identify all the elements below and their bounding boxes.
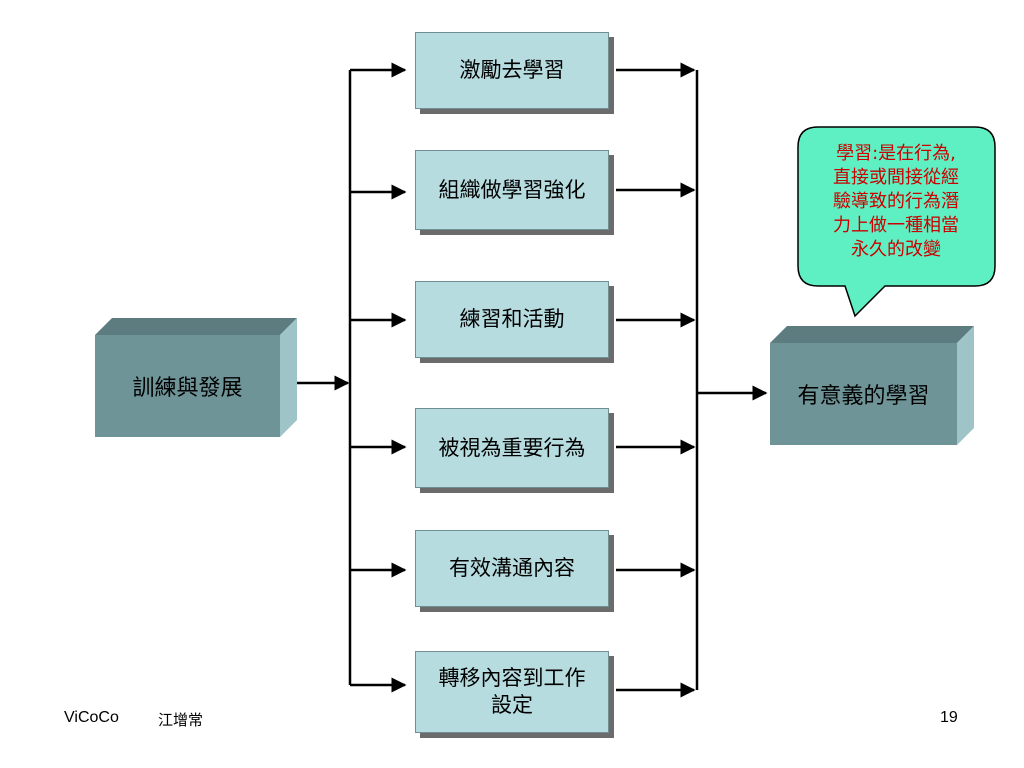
footer-brand: ViCoCo xyxy=(64,709,119,726)
source-label: 訓練與發展 xyxy=(132,376,243,401)
source-cube-side xyxy=(280,318,297,437)
footer-author: 江增常 xyxy=(158,711,204,729)
callout-line-4: 力上做一種相當 xyxy=(833,215,959,236)
step-label-4: 被視為重要行為 xyxy=(438,435,586,460)
callout-line-1: 學習:是在行為, xyxy=(836,143,956,164)
step-box-6: 轉移內容到工作設定 xyxy=(415,651,609,733)
target-cube xyxy=(770,326,974,445)
step-box-3: 練習和活動 xyxy=(415,281,609,358)
step-label-6: 轉移內容到工作設定 xyxy=(438,666,586,717)
step-label-1: 激勵去學習 xyxy=(459,58,565,82)
source-cube-top xyxy=(95,318,297,335)
step-label-2: 組織做學習強化 xyxy=(438,177,586,202)
callout-line-2: 直接或間接從經 xyxy=(833,167,959,188)
target-label: 有意義的學習 xyxy=(797,384,930,409)
step-box-1: 激勵去學習 xyxy=(415,32,609,109)
callout-bubble xyxy=(797,126,996,318)
source-cube xyxy=(95,318,297,437)
connectors xyxy=(297,62,768,698)
target-cube-side xyxy=(957,326,974,445)
target-cube-front xyxy=(770,343,957,445)
step-box-2: 組織做學習強化 xyxy=(415,150,609,230)
target-cube-top xyxy=(770,326,974,343)
step-box-4: 被視為重要行為 xyxy=(415,408,609,488)
callout-line-3: 驗導致的行為潛 xyxy=(833,191,959,212)
callout-text: 學習:是在行為, 直接或間接從經 驗導致的行為潛 力上做一種相當 永久的改變 xyxy=(806,142,986,262)
source-cube-front xyxy=(95,335,280,437)
step-label-3: 練習和活動 xyxy=(459,307,565,331)
callout-line-5: 永久的改變 xyxy=(851,239,941,260)
step-box-5: 有效溝通內容 xyxy=(415,530,609,607)
step-label-5: 有效溝通內容 xyxy=(449,556,575,580)
page-number: 19 xyxy=(940,709,958,726)
